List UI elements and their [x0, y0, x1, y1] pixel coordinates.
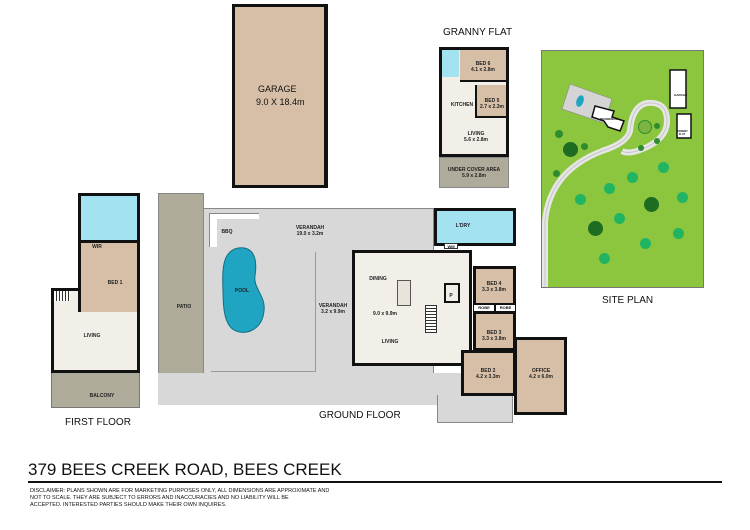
title-rule — [28, 481, 722, 483]
disclaimer-line-3: ACCEPTED. INTERESTED PARTIES SHOULD MAKE… — [30, 502, 227, 508]
granny-bed6 — [460, 50, 506, 82]
tree-icon — [640, 238, 651, 249]
tree-icon — [604, 183, 615, 194]
ground-floor-title: GROUND FLOOR — [319, 410, 401, 421]
tree-icon — [588, 221, 603, 236]
tree-icon — [581, 143, 588, 150]
granny-undercover-label: UNDER COVER AREA — [447, 167, 501, 173]
property-address: 379 BEES CREEK ROAD, BEES CREEK — [28, 460, 342, 479]
office — [514, 337, 567, 415]
first-floor-stairs — [54, 291, 70, 301]
tree-icon — [638, 120, 652, 134]
tree-icon — [658, 162, 669, 173]
dining-label: DINING — [369, 276, 387, 282]
granny-living-label: LIVING — [467, 131, 485, 137]
tree-icon — [677, 192, 688, 203]
patio-label: PATIO — [176, 304, 192, 310]
granny-living-dims: 5.6 x 2.8m — [464, 137, 488, 143]
pool — [222, 247, 265, 333]
pool-label: POOL — [234, 288, 250, 294]
laundry — [434, 208, 516, 246]
granny-bed6-label: BED 6 — [475, 61, 491, 67]
granny-undercover-dims: 5.9 x 2.8m — [462, 173, 486, 179]
tree-icon — [599, 253, 610, 264]
ground-stairs — [425, 305, 437, 333]
site-plan-title: SITE PLAN — [602, 295, 654, 306]
kitchen-island — [397, 280, 411, 306]
site-plan — [541, 50, 704, 288]
granny-kitchen-label: KITCHEN — [450, 102, 474, 108]
garage-label: GARAGE — [258, 84, 297, 94]
granny-bed5-dims: 2.7 x 2.3m — [480, 104, 504, 110]
living-label: LIVING — [381, 339, 399, 345]
first-floor-bed1 — [78, 240, 140, 312]
granny-bed6-dims: 4.1 x 2.8m — [471, 67, 495, 73]
first-floor-balcony-label: BALCONY — [89, 393, 115, 399]
office-label: OFFICE — [531, 368, 551, 374]
disclaimer: DISCLAIMER: PLANS SHOWN ARE FOR MARKETIN… — [30, 488, 329, 509]
first-floor-title: FIRST FLOOR — [65, 417, 131, 428]
garage-dims: 9.0 X 18.4m — [256, 97, 305, 107]
tree-icon — [654, 123, 660, 129]
bed2-label: BED 2 — [480, 368, 496, 374]
verandah-top-dims: 19.0 x 3.2m — [296, 231, 324, 237]
site-granny-label: GRANNY FLAT — [677, 130, 688, 136]
bed3-dims: 3.3 x 3.8m — [482, 336, 506, 342]
washing-machine: WM — [444, 243, 458, 249]
bed2 — [461, 350, 516, 396]
first-floor-living-label: LIVING — [83, 333, 101, 339]
tree-icon — [575, 194, 586, 205]
first-floor-ensuite — [78, 193, 140, 243]
bed2-dims: 4.2 x 3.3m — [476, 374, 500, 380]
tree-icon — [563, 142, 578, 157]
tree-icon — [555, 130, 563, 138]
verandah-side-label: VERANDAH — [318, 303, 348, 309]
verandah-side-dims: 3.2 x 9.9m — [321, 309, 345, 315]
first-floor-bed1-label: BED 1 — [107, 280, 123, 286]
bed4-label: BED 4 — [486, 281, 502, 287]
bed3-label: BED 3 — [486, 330, 502, 336]
tree-icon — [614, 213, 625, 224]
site-residence-label: RESIDENCE — [600, 117, 618, 121]
granny-bed5-label: BED 5 — [484, 98, 500, 104]
granny-undercover-area — [439, 157, 509, 188]
patio — [158, 193, 204, 405]
disclaimer-line-2: NOT TO SCALE. THEY ARE SUBJECT TO ERRORS… — [30, 495, 289, 501]
main-dims-label: 9.0 x 9.9m — [373, 311, 397, 317]
tree-icon — [644, 197, 659, 212]
first-floor-wir-label: WIR — [92, 244, 102, 250]
office-dims: 4.2 x 6.0m — [529, 374, 553, 380]
pantry — [444, 283, 460, 303]
main-living-dining — [352, 250, 472, 366]
tree-icon — [627, 172, 638, 183]
garage — [232, 4, 328, 188]
bbq-counter — [209, 213, 259, 247]
laundry-label: L'DRY — [455, 223, 471, 229]
disclaimer-line-1: DISCLAIMER: PLANS SHOWN ARE FOR MARKETIN… — [30, 488, 330, 494]
verandah-top-label: VERANDAH — [295, 225, 325, 231]
site-garage-label: GARAGE — [674, 93, 688, 97]
tree-icon — [673, 228, 684, 239]
verandah-lower-step — [437, 395, 513, 423]
bed4 — [473, 266, 516, 306]
bed3 — [473, 311, 516, 351]
tree-icon — [638, 145, 644, 151]
tree-icon — [553, 170, 560, 177]
granny-bathroom — [442, 50, 459, 77]
pantry-label: P — [449, 293, 453, 299]
bed4-dims: 3.3 x 3.8m — [482, 287, 506, 293]
site-plan-drawing — [542, 69, 692, 287]
granny-flat-title: GRANNY FLAT — [443, 27, 513, 38]
bbq-label: BBQ — [221, 229, 233, 235]
verandah-inner — [211, 252, 316, 372]
granny-bed5 — [475, 85, 506, 118]
tree-icon — [654, 138, 660, 144]
